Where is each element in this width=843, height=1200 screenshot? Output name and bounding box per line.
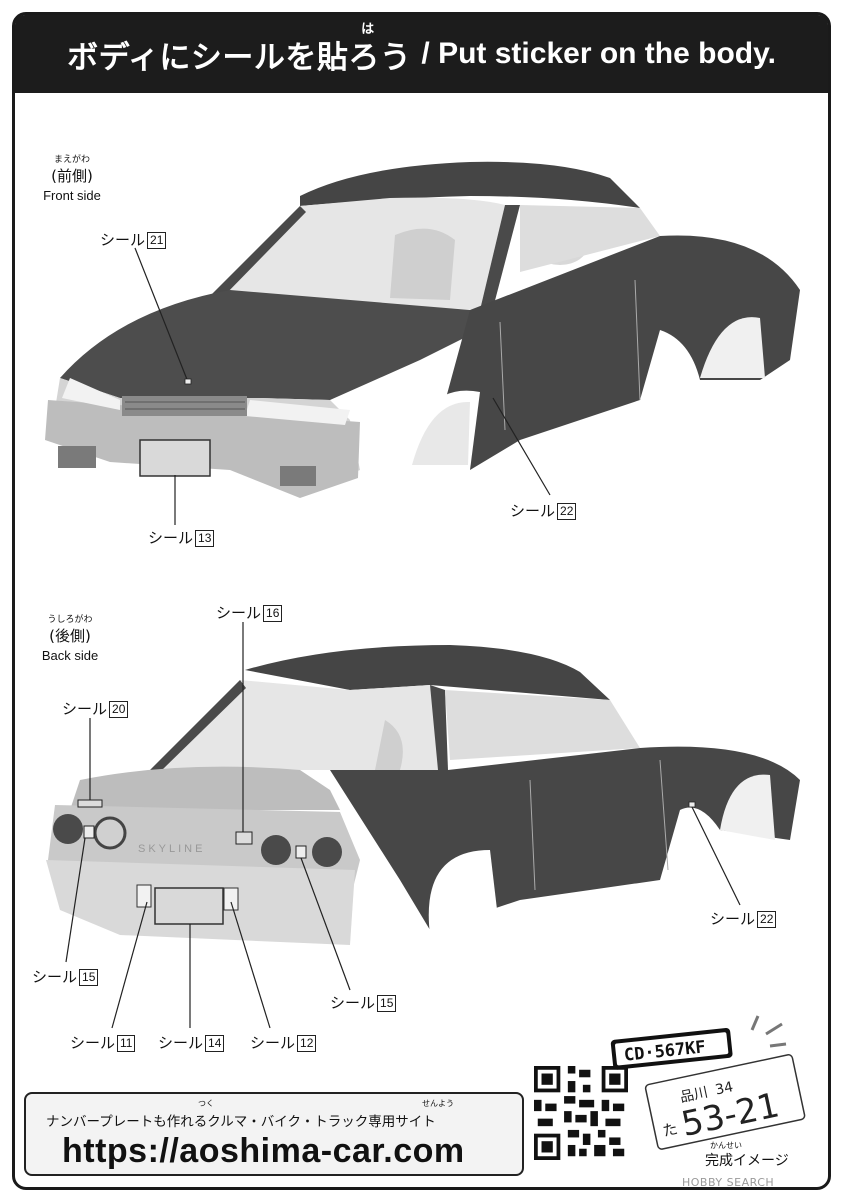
back-side-label: うしろがわ (後側) Back side (32, 612, 108, 663)
front-label-jp: (前側) (51, 167, 93, 185)
sticker-number: 12 (297, 1035, 317, 1052)
back-label-en: Back side (41, 648, 99, 663)
sticker-number: 22 (757, 911, 777, 928)
callout-word: シール (148, 529, 194, 547)
sticker-number: 13 (195, 530, 215, 547)
front-side-label: まえがわ (前側) Front side (34, 152, 110, 203)
plate-class-number: 34 (714, 1079, 735, 1098)
spark-lines-icon (750, 1015, 787, 1048)
callout-word: シール (100, 231, 146, 249)
callout-word: シール (62, 700, 108, 718)
sticker-number: 21 (147, 232, 167, 249)
back-label-jp: (後側) (49, 627, 91, 645)
title-jp-text: ボディにシールを貼ろう (67, 39, 412, 76)
callout-word: シール (330, 994, 376, 1012)
back-car-drawing: SKYLINE (46, 622, 800, 1029)
sticker-number: 22 (557, 503, 577, 520)
caption-ruby: かんせい (710, 1141, 742, 1150)
promo-url-link[interactable]: https://aoshima-car.com (62, 1132, 465, 1170)
callout-word: シール (216, 604, 262, 622)
back-ruby: うしろがわ (47, 615, 93, 625)
qr-code-icon[interactable] (534, 1066, 628, 1160)
sticker-number: 15 (79, 969, 99, 986)
callout-word: シール (70, 1034, 116, 1052)
sticker-number: 14 (205, 1035, 225, 1052)
callout-word: シール (510, 502, 556, 520)
callout-word: シール (158, 1034, 204, 1052)
promo-text: ナンバープレートも作れるクルマ・バイク・トラック専用サイト (46, 1114, 436, 1130)
sticker-number: 20 (109, 701, 129, 718)
ruby-senyou: せんよう (422, 1099, 454, 1108)
title-japanese: ボディにシールを貼ろう は (67, 22, 412, 77)
callout-word: シール (32, 968, 78, 986)
front-car-drawing (45, 161, 800, 525)
sticker-number: 16 (263, 605, 283, 622)
plate-caption: 完成イメージ (705, 1153, 789, 1169)
promo-box: つく せんよう ナンバープレートも作れるクルマ・バイク・トラック専用サイト ht… (24, 1092, 524, 1176)
ruby-tsuku: つく (198, 1099, 214, 1108)
sticker-number: 11 (117, 1035, 136, 1052)
front-label-en: Front side (43, 188, 101, 203)
plate-region: 品川 (679, 1085, 710, 1106)
plate-kana: た (661, 1120, 679, 1141)
hobby-search-watermark: HOBBY SEARCH (682, 1176, 775, 1189)
title-english: / Put sticker on the body. (421, 37, 776, 70)
callout-word: シール (250, 1034, 296, 1052)
license-plate-preview: CD·567KF 品川 34 た 53-21 (610, 1015, 806, 1150)
callout-word: シール (710, 910, 756, 928)
skyline-badge: SKYLINE (138, 843, 205, 855)
front-ruby: まえがわ (53, 155, 90, 165)
title-bar: ボディにシールを貼ろう は / Put sticker on the body. (15, 15, 828, 93)
title-ruby: は (361, 21, 375, 37)
sticker-number: 15 (377, 995, 397, 1012)
